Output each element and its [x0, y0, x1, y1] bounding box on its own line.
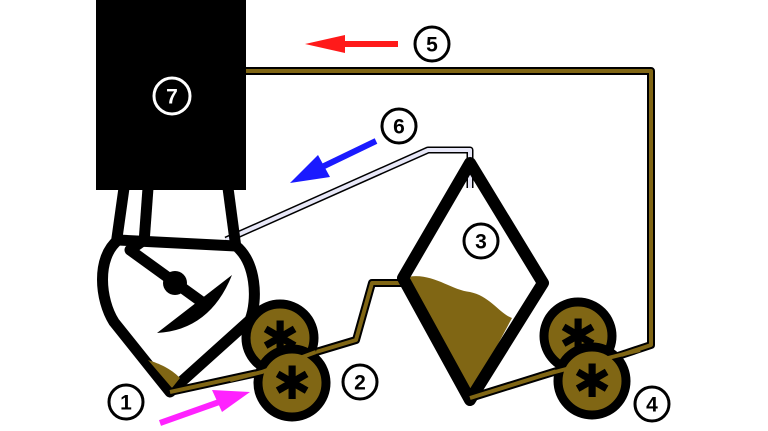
- svg-text:✱: ✱: [559, 309, 598, 363]
- gear-pump-1: ✱ ✱: [229, 299, 331, 422]
- arrow-gas-icon: [290, 138, 378, 183]
- label-1: 1: [107, 383, 145, 421]
- svg-text:✱: ✱: [573, 354, 612, 408]
- svg-text:7: 7: [166, 86, 178, 109]
- svg-text:3: 3: [475, 231, 487, 254]
- svg-text:5: 5: [426, 34, 438, 57]
- diamond-tank: [397, 157, 549, 406]
- stirrer: [124, 235, 232, 333]
- label-7: 7: [152, 76, 192, 116]
- label-3: 3: [462, 222, 500, 260]
- label-6: 6: [380, 107, 418, 145]
- label-5: 5: [413, 25, 451, 63]
- svg-text:2: 2: [354, 372, 366, 395]
- svg-text:1: 1: [120, 392, 132, 415]
- svg-text:✱: ✱: [261, 311, 300, 365]
- svg-text:6: 6: [393, 116, 405, 139]
- arrow-input-icon: [158, 390, 250, 426]
- top-block: [96, 0, 246, 190]
- arrow-exhaust-icon: [305, 35, 398, 53]
- gear-pump-2: ✱ ✱: [539, 297, 641, 420]
- chamber-vessel: [97, 234, 260, 398]
- svg-text:4: 4: [646, 394, 658, 417]
- label-4: 4: [633, 385, 671, 423]
- svg-text:✱: ✱: [273, 356, 312, 410]
- label-2: 2: [341, 363, 379, 401]
